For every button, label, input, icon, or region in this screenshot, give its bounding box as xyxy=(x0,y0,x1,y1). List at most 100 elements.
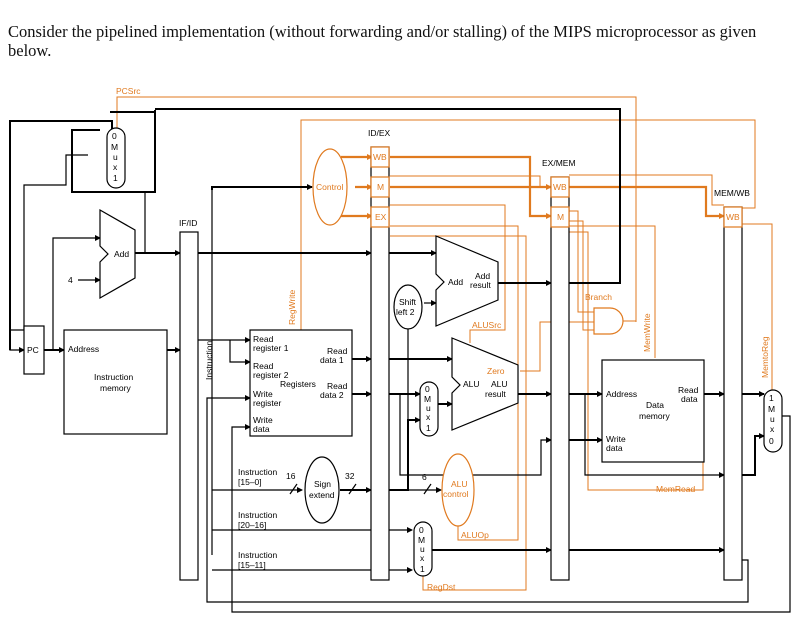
svg-text:Write: Write xyxy=(253,415,273,425)
svg-text:0: 0 xyxy=(112,131,117,141)
svg-text:data: data xyxy=(606,443,623,453)
ex-mem-register xyxy=(550,176,570,581)
svg-text:Write: Write xyxy=(253,389,273,399)
svg-text:result: result xyxy=(470,280,491,290)
svg-text:Add: Add xyxy=(448,277,463,287)
svg-text:x: x xyxy=(426,412,431,422)
svg-text:6: 6 xyxy=(422,472,427,482)
svg-text:16: 16 xyxy=(286,471,296,481)
svg-text:ALU: ALU xyxy=(491,379,508,389)
svg-text:left 2: left 2 xyxy=(396,307,415,317)
svg-text:0: 0 xyxy=(419,525,424,535)
svg-text:M: M xyxy=(418,535,425,545)
zero-label: Zero xyxy=(487,366,505,376)
memread-label: MemRead xyxy=(656,484,695,494)
svg-text:data 2: data 2 xyxy=(320,390,344,400)
svg-text:Control: Control xyxy=(316,182,344,192)
register-file xyxy=(249,329,353,437)
svg-text:1: 1 xyxy=(420,564,425,574)
svg-text:0: 0 xyxy=(425,384,430,394)
svg-text:[20–16]: [20–16] xyxy=(238,520,266,530)
question-text: Consider the pipelined implementation (w… xyxy=(8,22,757,60)
mem-wb-label: MEM/WB xyxy=(714,188,750,198)
mem-wb-register xyxy=(723,206,743,581)
control-unit xyxy=(312,148,348,226)
svg-text:Data: Data xyxy=(646,400,664,410)
alusrc-mux xyxy=(419,381,439,437)
svg-text:Read: Read xyxy=(327,381,348,391)
pc-label: PC xyxy=(27,345,39,355)
ex-mem-label: EX/MEM xyxy=(542,158,576,168)
instruction-memory xyxy=(63,329,168,435)
pcsrc-label: PCSrc xyxy=(116,86,141,96)
svg-text:Instruction: Instruction xyxy=(238,510,277,520)
id-ex-label: ID/EX xyxy=(368,128,391,138)
ex-mem-m: M xyxy=(557,212,564,222)
id-ex-ex: EX xyxy=(375,212,387,222)
svg-text:Read: Read xyxy=(678,385,699,395)
svg-text:Read: Read xyxy=(253,334,274,344)
svg-text:Add: Add xyxy=(114,249,129,259)
svg-text:Shift: Shift xyxy=(399,297,417,307)
svg-text:Sign: Sign xyxy=(314,479,331,489)
svg-text:data: data xyxy=(253,424,270,434)
pipeline-registers: IF/ID ID/EX WB M EX EX/MEM WB M MEM/WB W… xyxy=(179,128,750,581)
components: 0 M u x 1 PC Add 4 Address Instruction m… xyxy=(23,127,783,577)
pc-mux xyxy=(106,127,126,189)
branch-label: Branch xyxy=(585,292,612,302)
shift-left-2 xyxy=(393,284,423,330)
svg-text:M: M xyxy=(111,142,118,152)
svg-text:result: result xyxy=(485,389,506,399)
id-ex-m: M xyxy=(377,182,384,192)
branch-adder xyxy=(435,235,499,327)
svg-text:Read: Read xyxy=(327,346,348,356)
svg-text:Address: Address xyxy=(606,389,637,399)
if-id-label: IF/ID xyxy=(179,218,197,228)
sign-extend xyxy=(304,456,340,524)
svg-text:memory: memory xyxy=(639,411,670,421)
pc-register xyxy=(23,325,45,375)
svg-text:1: 1 xyxy=(769,393,774,403)
svg-text:u: u xyxy=(113,152,118,162)
svg-text:Address: Address xyxy=(68,344,99,354)
svg-text:[15–0]: [15–0] xyxy=(238,477,262,487)
data-memory xyxy=(601,359,705,463)
pc-adder xyxy=(99,208,136,300)
id-ex-wb: WB xyxy=(373,152,387,162)
svg-text:ALU: ALU xyxy=(451,479,468,489)
svg-text:u: u xyxy=(420,544,425,554)
svg-text:register: register xyxy=(253,398,282,408)
svg-text:extend: extend xyxy=(309,490,335,500)
branch-and-gate xyxy=(593,307,624,335)
svg-text:control: control xyxy=(443,489,469,499)
svg-text:ALU: ALU xyxy=(463,379,480,389)
memtoreg-label: MemtoReg xyxy=(760,336,770,378)
instruction-vertical-label: Instruction xyxy=(204,341,214,380)
svg-text:M: M xyxy=(768,404,775,414)
svg-text:data: data xyxy=(681,394,698,404)
control-wires: PCSrc RegWrite ALUSrc ALUOp RegDst Branc… xyxy=(116,86,773,592)
svg-text:u: u xyxy=(426,403,431,413)
svg-text:Read: Read xyxy=(253,361,274,371)
regdst-mux xyxy=(413,521,433,577)
ex-mem-wb: WB xyxy=(553,182,567,192)
regdst-label: RegDst xyxy=(427,582,456,592)
svg-text:Instruction: Instruction xyxy=(238,550,277,560)
svg-text:M: M xyxy=(424,394,431,404)
if-id-register xyxy=(179,231,199,581)
svg-text:Instruction: Instruction xyxy=(94,372,133,382)
svg-text:u: u xyxy=(770,414,775,424)
svg-text:memory: memory xyxy=(100,383,131,393)
datapath-wires xyxy=(9,108,791,613)
svg-text:x: x xyxy=(113,162,118,172)
mem-wb-wb: WB xyxy=(726,212,740,222)
svg-text:32: 32 xyxy=(345,471,355,481)
svg-text:1: 1 xyxy=(113,173,118,183)
svg-text:Write: Write xyxy=(606,434,626,444)
memwrite-label: MemWrite xyxy=(642,313,652,352)
svg-text:data 1: data 1 xyxy=(320,355,344,365)
svg-text:register 2: register 2 xyxy=(253,370,289,380)
svg-text:1: 1 xyxy=(426,423,431,433)
alu xyxy=(451,337,519,431)
